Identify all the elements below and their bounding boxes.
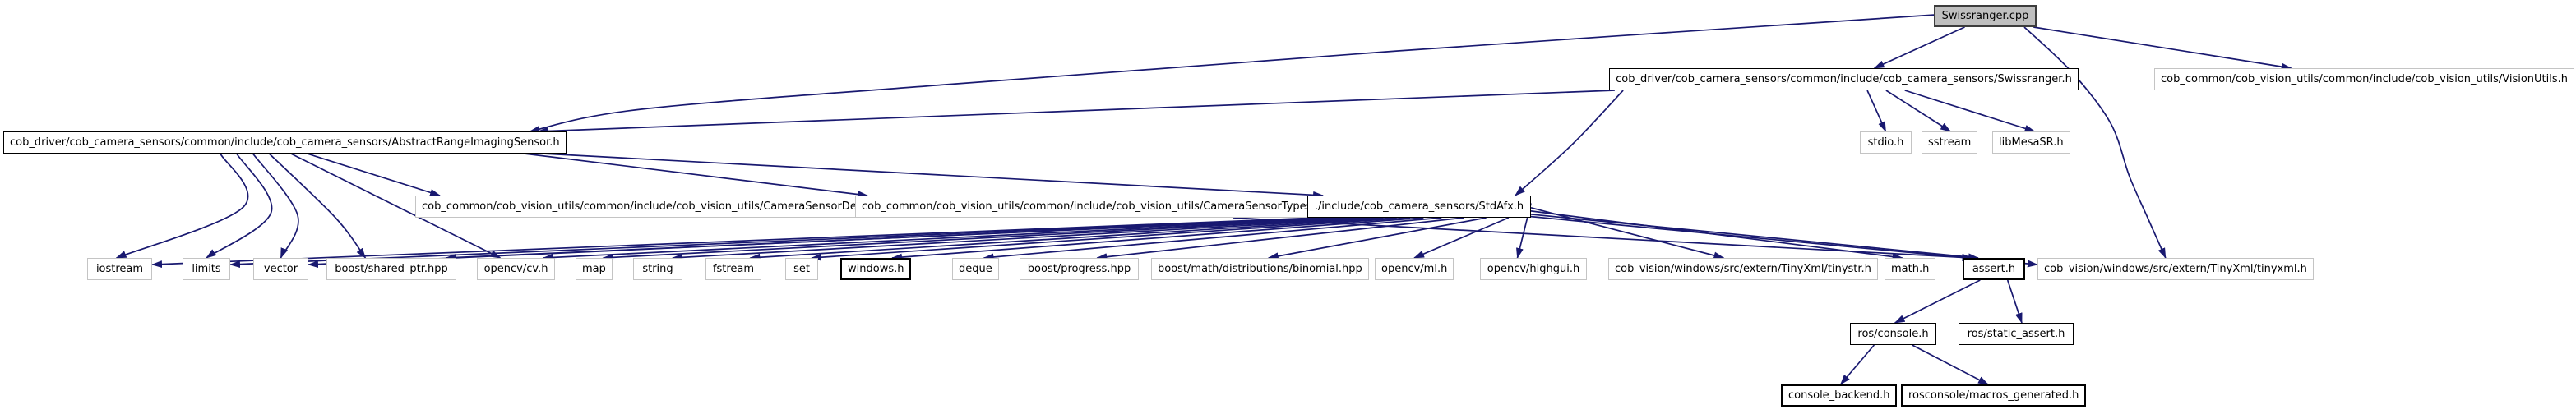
- edge-swissranger_h-to-sstream: [1885, 90, 1952, 132]
- graph-node-binomial: boost/math/distributions/binomial.hpp: [1151, 258, 1369, 280]
- edge-stdafx-to-tinystr: [1530, 207, 1725, 260]
- edge-stdafx-to-map: [602, 217, 1371, 261]
- edge-console-to-backend: [1839, 344, 1875, 385]
- graph-node-defines: cob_common/cob_vision_utils/common/inclu…: [415, 196, 900, 218]
- graph-node-console[interactable]: ros/console.h: [1850, 323, 1936, 345]
- graph-node-static_assert[interactable]: ros/static_assert.h: [1959, 323, 2074, 345]
- edge-stdafx-to-assert: [1530, 214, 1979, 261]
- edge-stdafx-to-string: [672, 217, 1384, 261]
- edge-abstract-to-cv: [290, 153, 502, 259]
- edge-abstract-to-iostream: [115, 153, 249, 259]
- edge-abstract-to-vector: [252, 153, 299, 259]
- edge-stdafx-to-limits: [229, 217, 1328, 269]
- graph-node-sstream: sstream: [1922, 131, 1978, 154]
- graph-node-string: string: [633, 258, 682, 280]
- edge-stdafx-to-deque: [983, 217, 1442, 261]
- edge-console-to-macros: [1912, 344, 1989, 385]
- graph-node-deque: deque: [952, 258, 999, 280]
- graph-node-stdio: stdio.h: [1860, 131, 1912, 154]
- graph-node-tinyxml: cob_vision/windows/src/extern/TinyXml/ti…: [2037, 258, 2314, 280]
- graph-node-swissranger_h[interactable]: cob_driver/cob_camera_sensors/common/inc…: [1609, 68, 2079, 90]
- edge-abstract-to-limits: [206, 153, 273, 259]
- edge-stdafx-to-tinyxml: [1530, 215, 2038, 268]
- graph-node-stdafx[interactable]: ./include/cob_camera_sensors/StdAfx.h: [1307, 196, 1531, 218]
- edge-root-to-swissranger_h: [1873, 26, 1965, 69]
- graph-node-assert[interactable]: assert.h: [1963, 258, 2025, 280]
- graph-node-vector: vector: [253, 258, 308, 280]
- graph-node-windows[interactable]: windows.h: [840, 258, 912, 280]
- edge-stdafx-to-progress: [1096, 217, 1464, 261]
- graph-node-iostream: iostream: [87, 258, 152, 280]
- edge-stdafx-to-shared_ptr: [445, 217, 1346, 261]
- graph-node-libmesa: libMesaSR.h: [1992, 131, 2070, 154]
- graph-node-visionutils: cob_common/cob_vision_utils/common/inclu…: [2154, 68, 2575, 90]
- edge-abstract-to-types: [524, 153, 868, 199]
- graph-node-backend[interactable]: console_backend.h: [1781, 384, 1898, 407]
- edge-root-to-tinyxml: [2023, 26, 2167, 259]
- graph-node-fstream: fstream: [705, 258, 761, 280]
- edge-assert-to-console: [1894, 279, 1981, 324]
- graph-node-progress: boost/progress.hpp: [1020, 258, 1139, 280]
- graph-node-ml: opencv/ml.h: [1375, 258, 1454, 280]
- edge-swissranger_h-to-abstract: [537, 90, 1615, 136]
- edge-abstract-to-defines: [307, 153, 441, 196]
- graph-node-types: cob_common/cob_vision_utils/common/inclu…: [855, 196, 1329, 218]
- edge-swissranger_h-to-stdio: [1866, 90, 1887, 132]
- edge-root-to-visionutils: [2033, 26, 2292, 71]
- edge-stdafx-to-windows: [891, 217, 1424, 261]
- edge-stdafx-to-iostream: [151, 217, 1319, 269]
- edge-stdafx-to-binomial: [1267, 217, 1487, 260]
- edge-stdafx-to-cv: [542, 217, 1357, 261]
- graph-node-tinystr: cob_vision/windows/src/extern/TinyXml/ti…: [1608, 258, 1878, 280]
- edge-abstract-to-shared_ptr: [268, 153, 367, 259]
- edge-swissranger_h-to-libmesa: [1904, 90, 2036, 132]
- graph-node-root: Swissranger.cpp: [1934, 5, 2037, 27]
- edge-stdafx-to-ml: [1413, 217, 1510, 259]
- graph-node-macros[interactable]: rosconsole/macros_generated.h: [1901, 384, 2087, 407]
- graph-node-shared_ptr: boost/shared_ptr.hpp: [326, 258, 456, 280]
- graph-node-map: map: [576, 258, 613, 280]
- graph-node-math: math.h: [1885, 258, 1936, 280]
- edge-root-to-abstract: [529, 14, 1935, 134]
- graph-node-highgui: opencv/highgui.h: [1480, 258, 1587, 280]
- graph-node-cv: opencv/cv.h: [477, 258, 555, 280]
- graph-node-abstract[interactable]: cob_driver/cob_camera_sensors/common/inc…: [3, 131, 567, 154]
- graph-node-limits: limits: [183, 258, 230, 280]
- edge-stdafx-to-set: [811, 217, 1411, 261]
- edge-swissranger_h-to-stdafx: [1515, 90, 1624, 196]
- graph-node-set: set: [785, 258, 818, 280]
- edge-stdafx-to-fstream: [749, 217, 1397, 261]
- edge-abstract-to-stdafx: [543, 153, 1325, 199]
- edge-assert-to-static_assert: [2006, 279, 2023, 324]
